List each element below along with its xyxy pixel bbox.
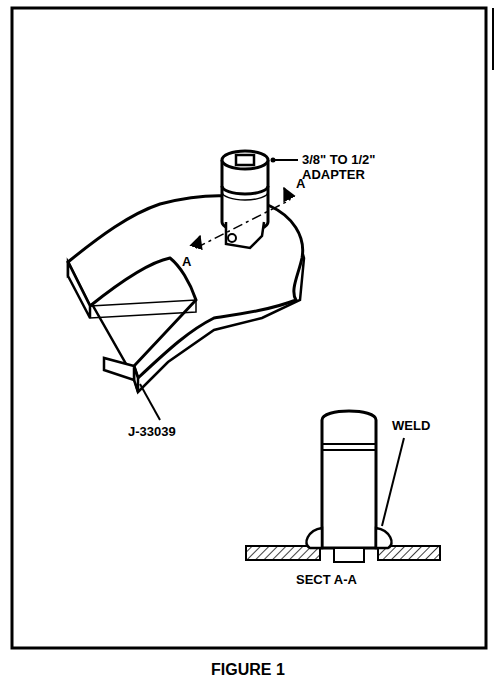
wrench-jaw-inner [90, 300, 196, 318]
weld-label: WELD [392, 418, 430, 433]
adapter-section [322, 411, 376, 548]
adapter-band [222, 186, 268, 194]
leader-line [275, 159, 298, 161]
section-arrow [284, 188, 290, 200]
section-line [196, 200, 290, 248]
adapter-band [222, 192, 268, 200]
section-title: SECT A-A [296, 572, 357, 587]
leader-line [140, 384, 160, 420]
detent-ball [228, 234, 236, 242]
wrench-jaw-tip [68, 262, 90, 318]
leader-line [382, 438, 404, 526]
weld-bead [376, 528, 392, 548]
adapter-band-section [322, 444, 376, 450]
weld-bead [306, 528, 322, 548]
figure-caption: FIGURE 1 [211, 662, 285, 677]
wrench-jaw-end [104, 358, 134, 380]
drive-stub-section [334, 548, 364, 562]
leader-dot [271, 158, 276, 163]
adapter-drive-stub [226, 222, 264, 248]
figure-frame [12, 8, 486, 648]
adapter-body [222, 160, 268, 231]
part-number: J-33039 [128, 424, 176, 439]
adapter-label: 3/8" TO 1/2" ADAPTER [302, 152, 412, 182]
adapter-square-drive [236, 155, 254, 165]
edge-mark [492, 8, 494, 70]
adapter-top [222, 151, 268, 169]
section-mark: A [296, 176, 305, 191]
section-mark: A [182, 254, 191, 269]
